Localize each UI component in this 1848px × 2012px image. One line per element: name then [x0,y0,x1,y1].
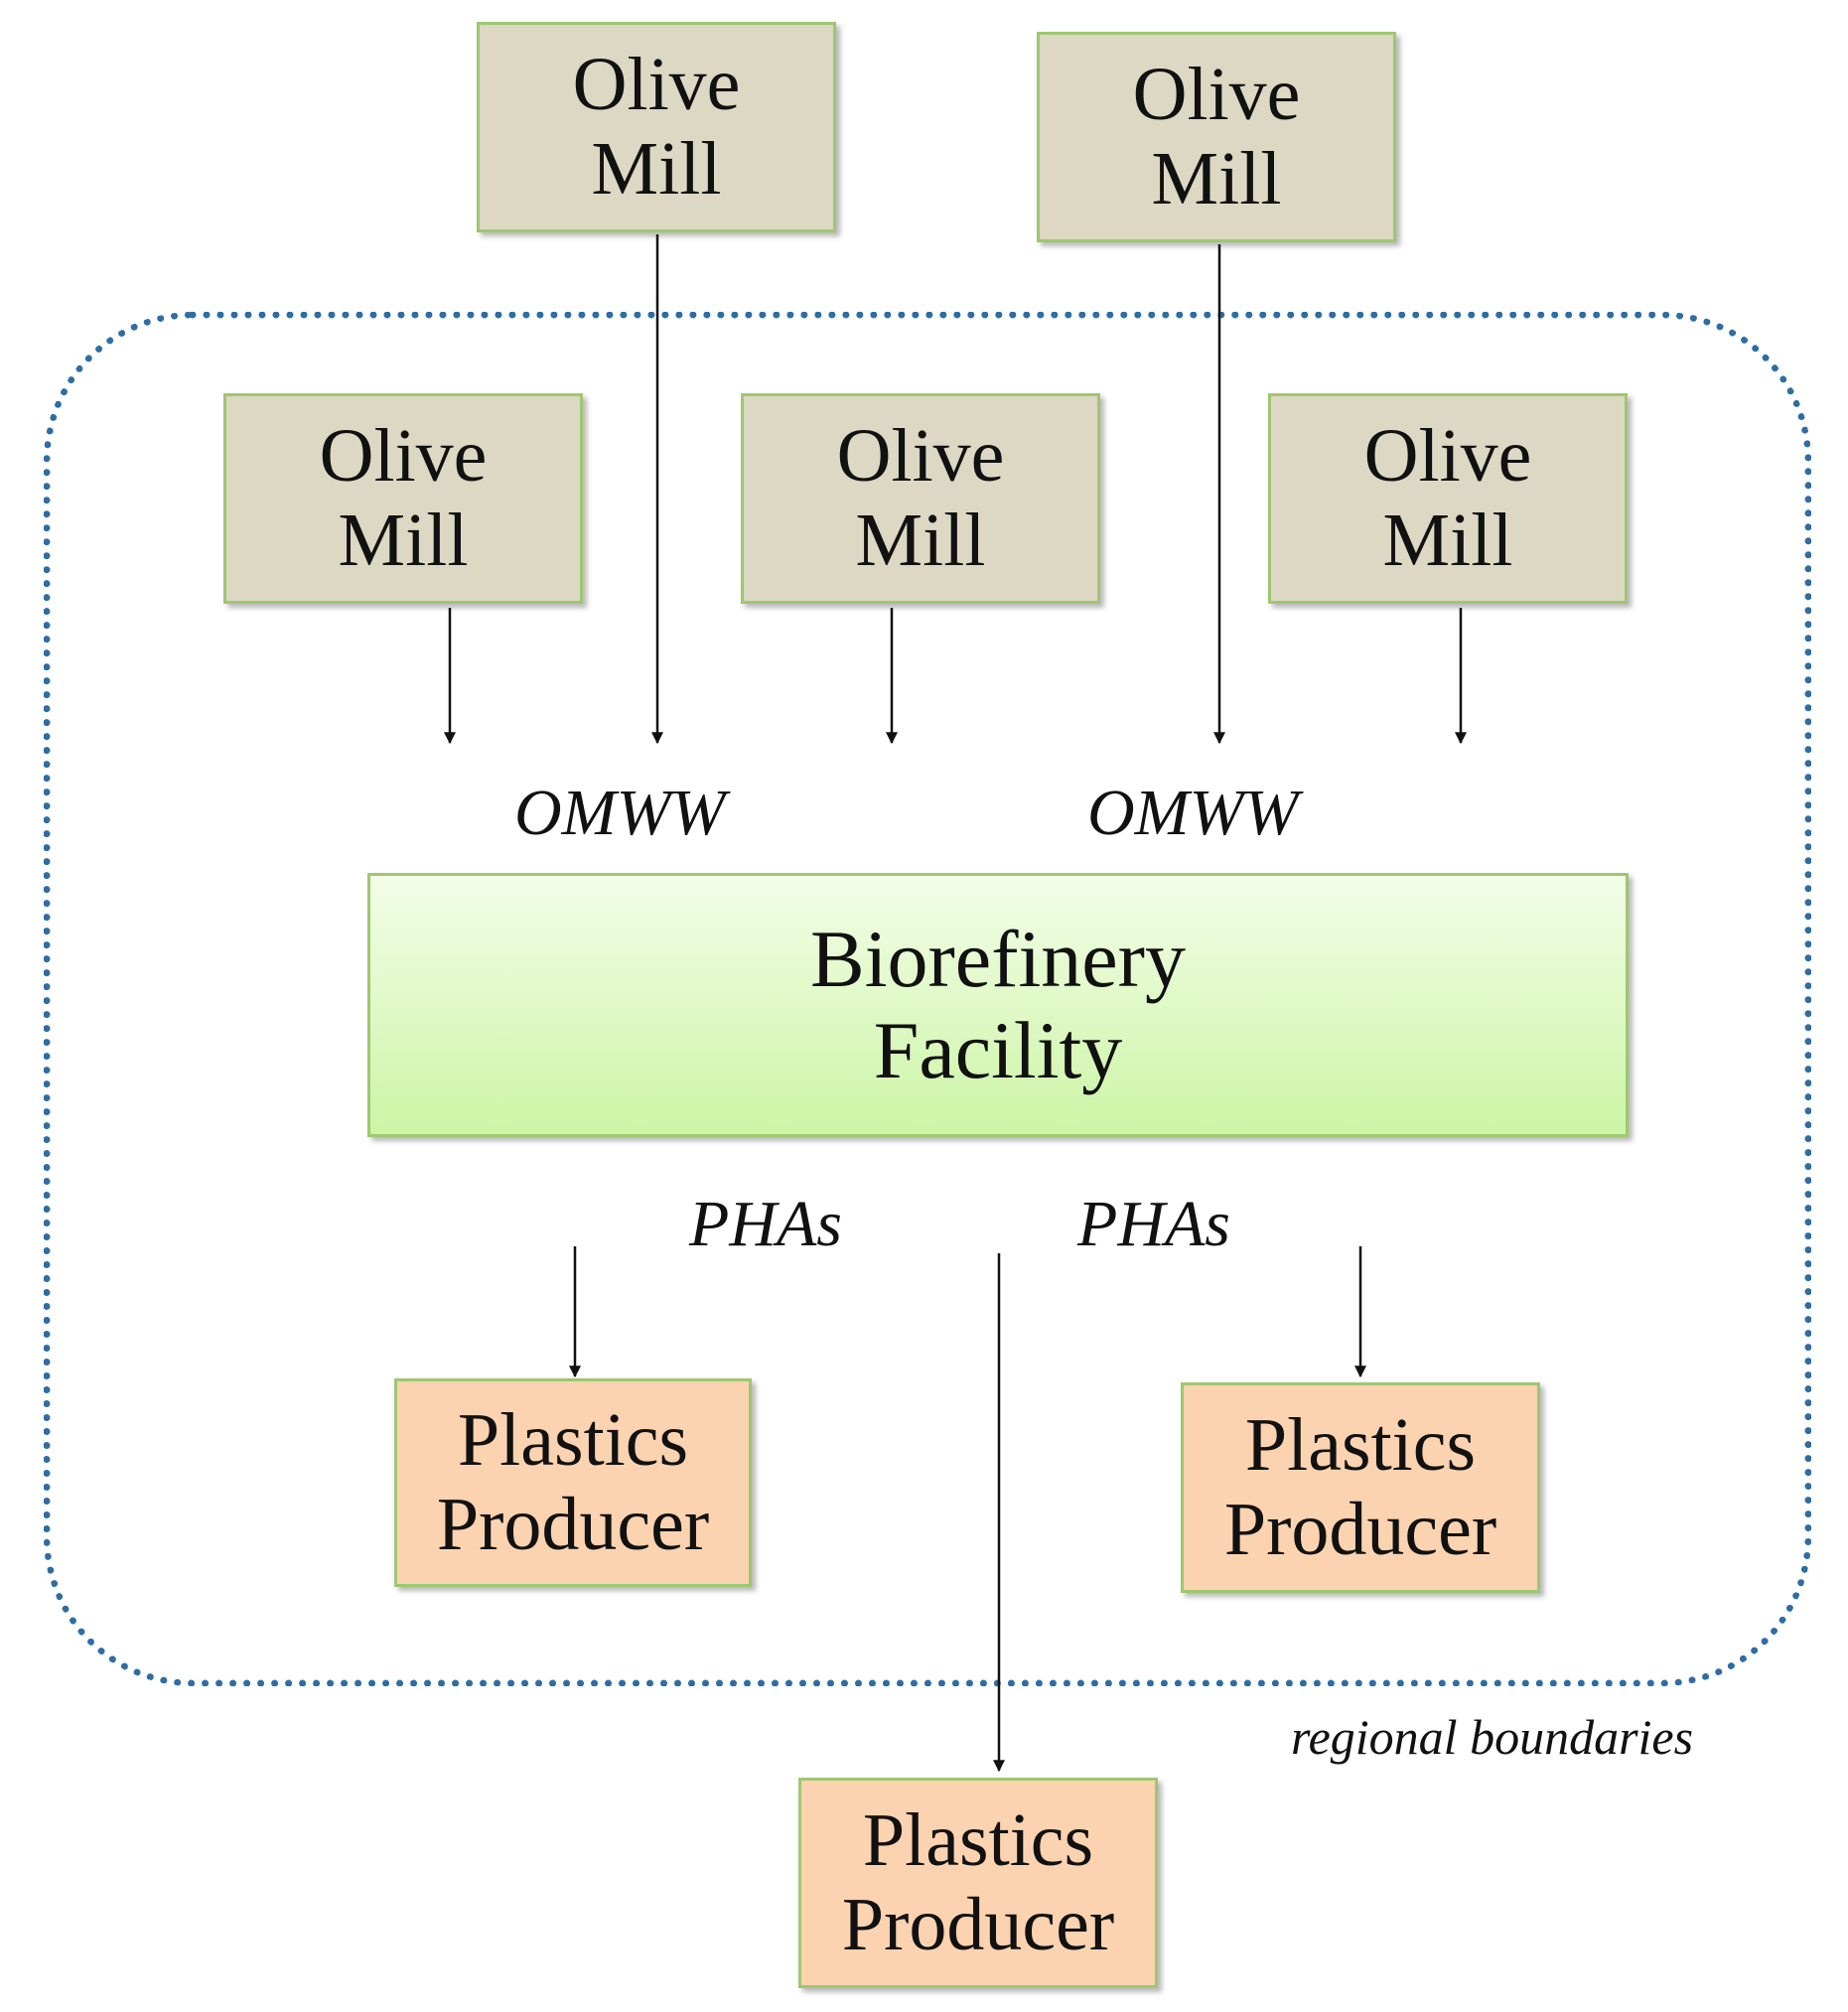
node-label-line1: Olive [572,42,741,126]
phas-label-left: PHAs [689,1188,842,1260]
node-label-line1: Plastics [1244,1402,1477,1487]
node-label-line2: Producer [436,1483,710,1566]
node-label-line2: Mill [591,127,722,211]
node-label-line2: Mill [338,499,469,582]
olive-mill-inside-2: Olive Mill [741,393,1100,604]
omww-label-left: OMWW [514,777,726,849]
olive-mill-outside-1: Olive Mill [477,22,836,232]
olive-mill-inside-3: Olive Mill [1268,393,1628,604]
omww-label-right: OMWW [1087,777,1299,849]
node-label-line1: Olive [836,413,1005,498]
olive-mill-inside-1: Olive Mill [223,393,583,604]
biorefinery-facility: Biorefinery Facility [367,873,1629,1137]
plastics-producer-inside-1: Plastics Producer [394,1378,752,1587]
node-label-line1: Olive [1132,52,1301,136]
plastics-producer-outside: Plastics Producer [798,1778,1158,1988]
node-label-line2: Mill [855,499,986,582]
node-label-line2: Mill [1382,499,1513,582]
plastics-producer-inside-2: Plastics Producer [1181,1382,1540,1593]
node-label-line1: Olive [319,413,488,498]
node-label-line2: Facility [873,1005,1123,1095]
olive-mill-outside-2: Olive Mill [1037,32,1396,242]
node-label-line1: Plastics [862,1797,1094,1882]
node-label-line2: Mill [1151,137,1282,220]
regional-boundary [44,312,1811,1686]
node-label-line1: Biorefinery [810,914,1186,1005]
node-label-line2: Producer [841,1883,1115,1966]
node-label-line1: Olive [1363,413,1532,498]
node-label-line1: Plastics [457,1397,689,1482]
regional-boundaries-label: regional boundaries [1291,1709,1694,1765]
phas-label-right: PHAs [1077,1188,1230,1260]
node-label-line2: Producer [1223,1488,1497,1571]
